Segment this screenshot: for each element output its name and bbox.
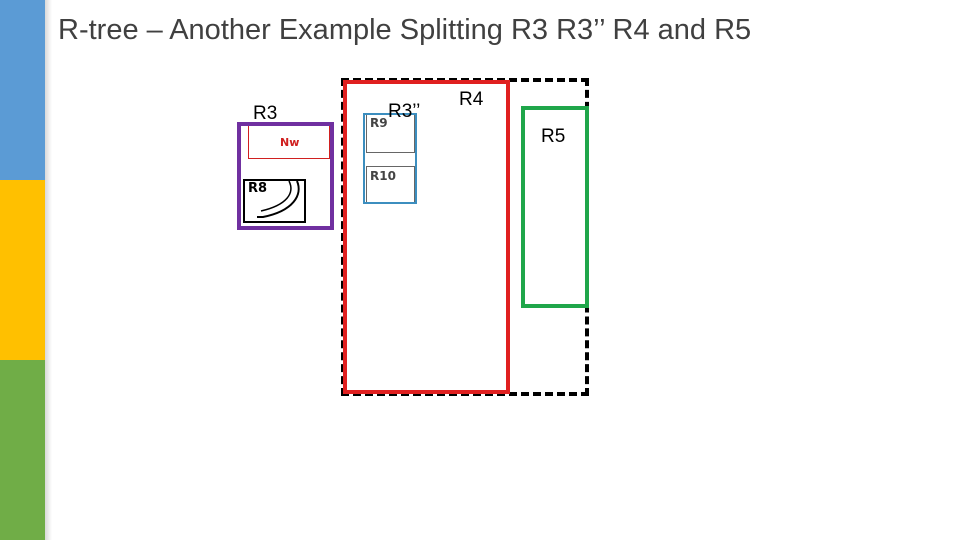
r5-label: R5 bbox=[541, 126, 566, 147]
nw-label: Nw bbox=[280, 136, 300, 149]
sidebar-band-blue bbox=[0, 0, 45, 180]
r9-label: R9 bbox=[370, 116, 388, 130]
r3pp-rectangle bbox=[363, 113, 417, 204]
slide-title: R-tree – Another Example Splitting R3 R3… bbox=[58, 14, 752, 46]
r10-label: R10 bbox=[370, 169, 396, 183]
sidebar-color-bands bbox=[0, 0, 52, 540]
r8-curve-shape bbox=[257, 180, 300, 218]
sidebar-shadow bbox=[45, 0, 52, 540]
r8-rectangle bbox=[243, 179, 306, 223]
sidebar-band-green bbox=[0, 360, 45, 540]
r8-label: R8 bbox=[248, 181, 268, 196]
r4-rectangle bbox=[343, 80, 510, 394]
nw-rectangle bbox=[248, 126, 330, 159]
r3-rectangle bbox=[237, 122, 334, 230]
r10-rectangle bbox=[366, 166, 415, 202]
r5-rectangle bbox=[521, 106, 589, 308]
r3pp-label: R3’’ bbox=[388, 101, 421, 122]
r4-label: R4 bbox=[459, 89, 484, 110]
r9-rectangle bbox=[366, 115, 415, 153]
sidebar-band-yellow bbox=[0, 180, 45, 360]
r3-label: R3 bbox=[253, 103, 278, 124]
